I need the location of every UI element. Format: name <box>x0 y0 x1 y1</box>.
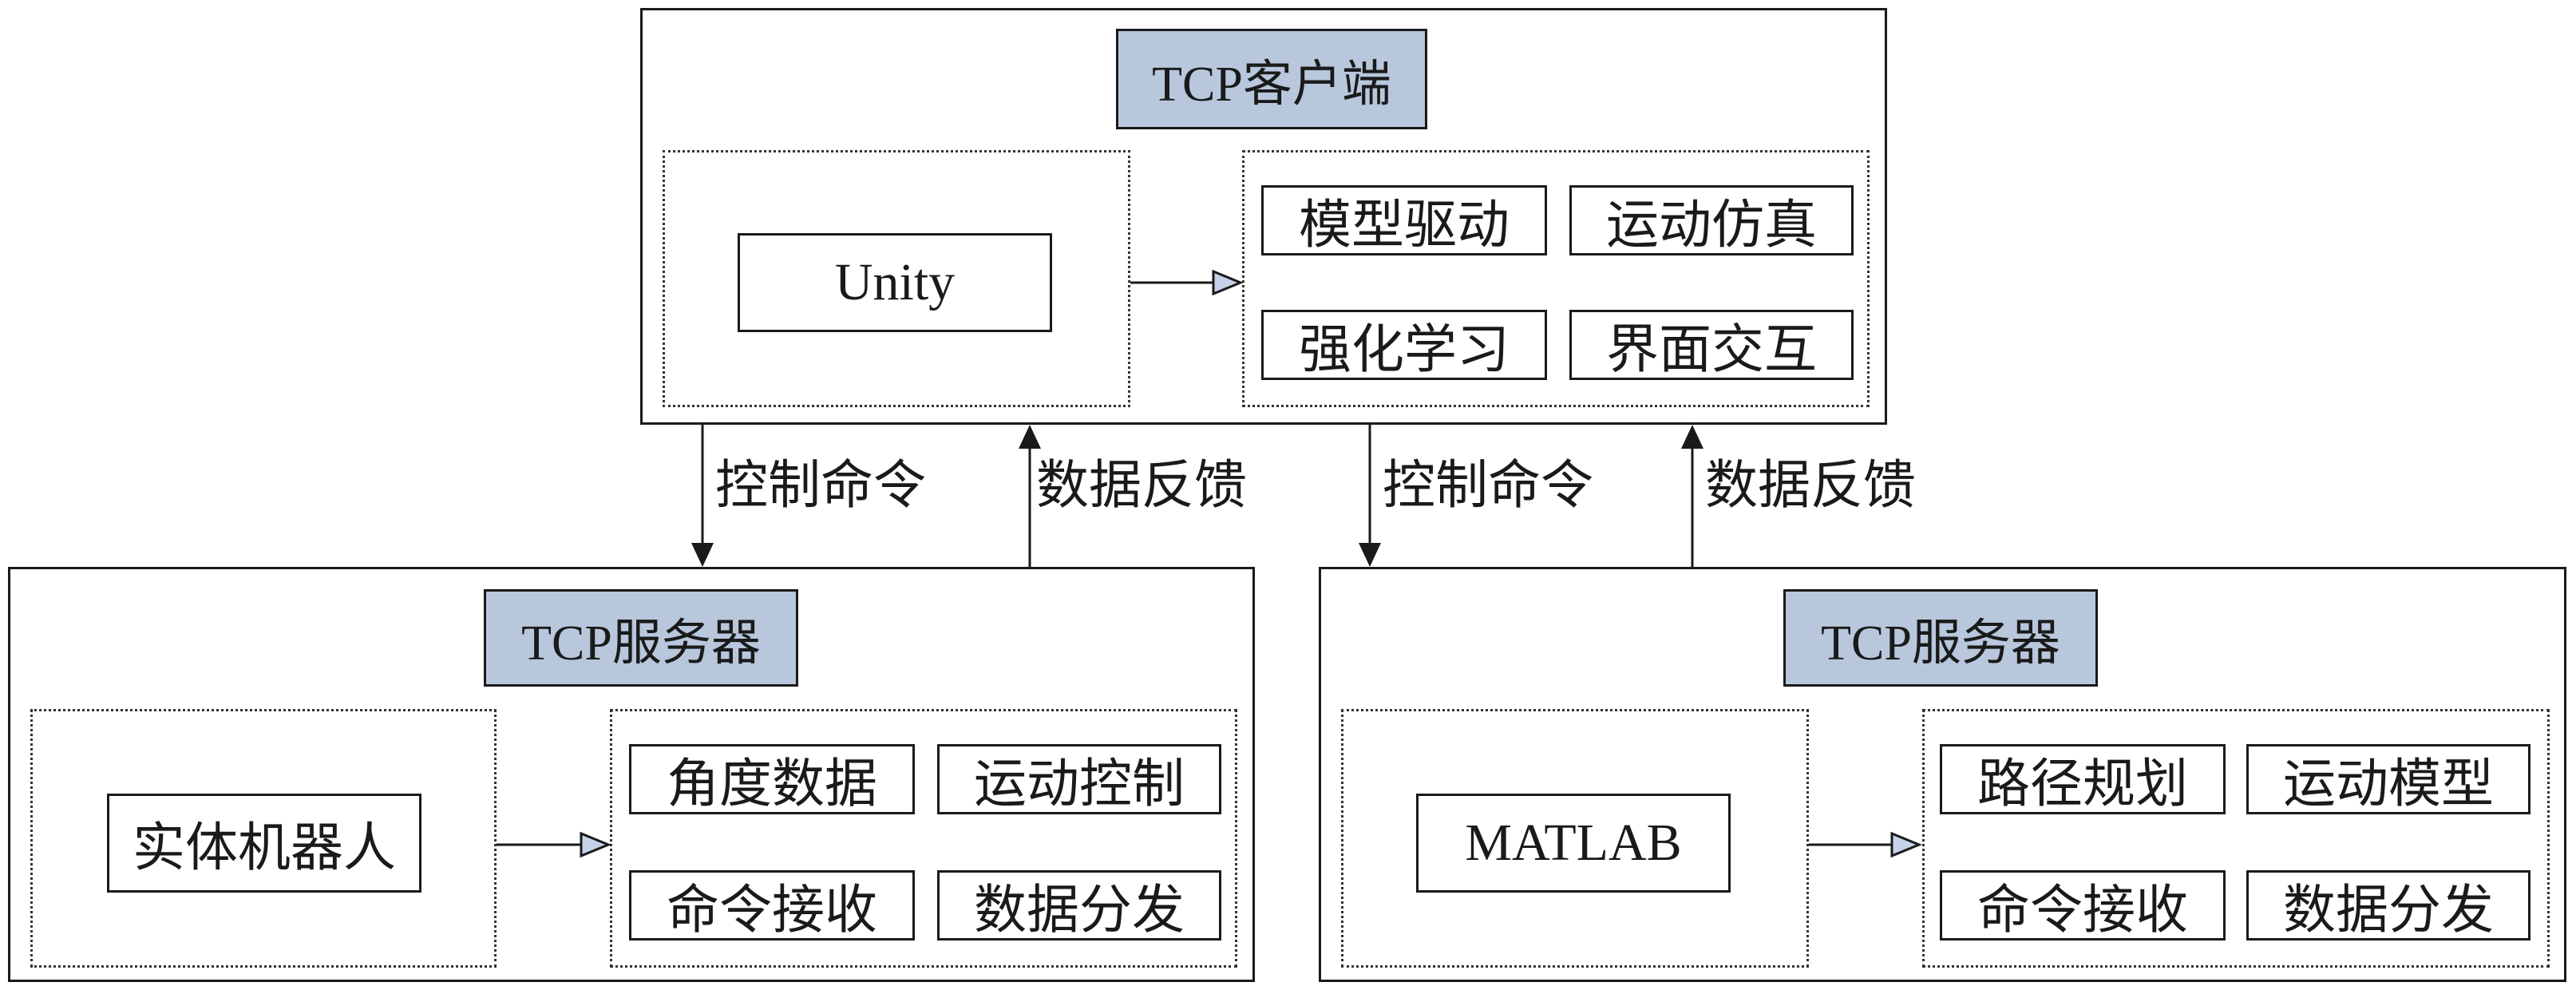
left-function-motion-control: 运动控制 <box>937 744 1221 814</box>
client-function-group <box>1242 150 1870 407</box>
left-function-angle-data: 角度数据 <box>629 744 915 814</box>
physical-robot-block: 实体机器人 <box>107 794 421 893</box>
left-function-data-dispatch: 数据分发 <box>937 870 1221 940</box>
left-data-feedback-label: 数据反馈 <box>1036 457 1247 515</box>
right-function-data-dispatch: 数据分发 <box>2246 870 2530 940</box>
client-function-motion-sim: 运动仿真 <box>1569 185 1854 255</box>
client-function-model-drive: 模型驱动 <box>1261 185 1547 255</box>
right-platform-group <box>1341 709 1809 968</box>
client-internal-arrow <box>1130 269 1244 296</box>
right-internal-arrow <box>1809 831 1922 858</box>
tcp-server-left-title: TCP服务器 <box>484 589 798 687</box>
right-control-command-label: 控制命令 <box>1383 457 1593 515</box>
left-platform-group <box>30 709 497 968</box>
right-data-feedback-label: 数据反馈 <box>1705 457 1916 515</box>
left-control-arrow <box>691 425 714 567</box>
unity-block: Unity <box>738 233 1052 332</box>
tcp-server-right-title: TCP服务器 <box>1783 589 2098 687</box>
client-platform-group <box>663 150 1130 407</box>
right-function-path-planning: 路径规划 <box>1940 744 2226 814</box>
client-function-rl: 强化学习 <box>1261 310 1547 380</box>
client-function-ui-interaction: 界面交互 <box>1569 310 1854 380</box>
matlab-block: MATLAB <box>1416 794 1731 893</box>
right-function-motion-model: 运动模型 <box>2246 744 2530 814</box>
right-feedback-arrow <box>1681 425 1703 567</box>
right-function-group <box>1922 709 2550 968</box>
left-internal-arrow <box>497 831 611 858</box>
right-function-command-receive: 命令接收 <box>1940 870 2226 940</box>
left-feedback-arrow <box>1019 425 1041 567</box>
left-control-command-label: 控制命令 <box>715 457 926 515</box>
left-function-command-receive: 命令接收 <box>629 870 915 940</box>
left-function-group <box>610 709 1237 968</box>
tcp-client-title: TCP客户端 <box>1116 29 1427 129</box>
right-control-arrow <box>1359 425 1381 567</box>
